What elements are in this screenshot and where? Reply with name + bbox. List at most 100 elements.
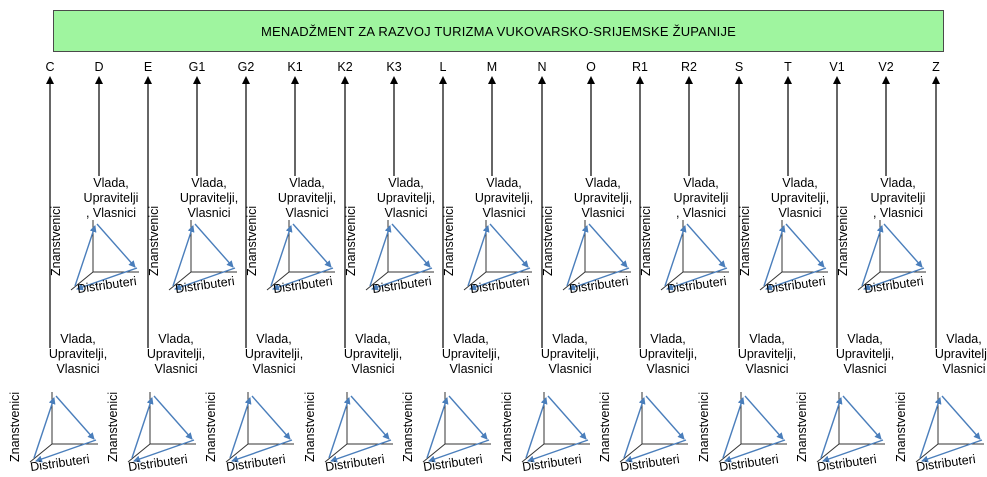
lower-G2-triangle-edge-up [229, 397, 252, 459]
lower-V1-triangle-axis-left [816, 443, 840, 463]
lower-K2-stakeholders-line2: Upravitelji, [343, 347, 403, 361]
upper-T-stakeholders-line3: Vlasnici [778, 206, 822, 220]
upper-D-triangle-edge-right [96, 223, 136, 268]
lower-S-triangle-edge-up [722, 397, 745, 459]
upper-K3-triangle-axis-left [365, 271, 389, 291]
upper-O-stakeholders-line3: Vlasnici [581, 206, 625, 220]
lower-K2-triangle [324, 392, 393, 463]
upper-M-stakeholders-line3: Vlasnici [482, 206, 526, 220]
lower-G2-stakeholders: Vlada,Upravitelji,Vlasnici [245, 332, 303, 377]
upper-G1-stakeholders-line1: Vlada, [191, 176, 227, 190]
upper-G1-triangle-edge-up [172, 225, 195, 287]
lower-R1-stakeholders: Vlada,Upravitelji,Vlasnici [639, 332, 697, 377]
lower-K2-stakeholders: Vlada,Upravitelji,Vlasnici [344, 332, 402, 377]
upper-T-scientists: Znanstvenici [738, 205, 752, 276]
upper-T-stakeholders-line1: Vlada, [782, 176, 818, 190]
upper-R2-triangle-edge-up [664, 225, 687, 287]
upper-T-triangle-edge-up [763, 225, 786, 287]
lower-Z-stakeholders: Vlada,Upravitelji,Vlasnici [935, 332, 987, 377]
lower-S-scientists: Znanstvenici [697, 391, 711, 462]
lower-E-triangle-edge-up [131, 397, 154, 459]
pillar-Z-label: Z [932, 60, 940, 74]
lower-Z-triangle-edge-right [941, 395, 981, 440]
pillar-K3-label: K3 [386, 60, 402, 74]
title-box: MENADŽMENT ZA RAZVOJ TURIZMA VUKOVARSKO-… [53, 10, 944, 52]
upper-V2-triangle-axis-left [857, 271, 881, 291]
upper-D-stakeholders-line3: , Vlasnici [85, 206, 137, 220]
upper-G1-triangle-edge-left [174, 267, 236, 291]
lower-S-triangle-edge-left [724, 439, 786, 463]
lower-N-stakeholders-line3: Vlasnici [548, 362, 592, 376]
lower-L-triangle-edge-right [448, 395, 488, 440]
lower-E-stakeholders: Vlada,Upravitelji,Vlasnici [147, 332, 205, 377]
lower-Z-scientists: Znanstvenici [894, 391, 908, 462]
pillar-C-label: C [45, 60, 55, 74]
upper-V2-stakeholders-line1: Vlada, [880, 176, 916, 190]
lower-R1-stakeholders-line2: Upravitelji, [638, 347, 698, 361]
upper-D-triangle-edge-left [76, 267, 138, 291]
upper-V2-stakeholders-line3: , Vlasnici [872, 206, 924, 220]
upper-O-triangle-axis-left [562, 271, 586, 291]
upper-O-scientists: Znanstvenici [541, 205, 555, 276]
upper-K1-triangle-edge-left [272, 267, 334, 291]
upper-V2-stakeholders-line2: Upravitelji [870, 191, 926, 205]
lower-L-stakeholders: Vlada,Upravitelji,Vlasnici [442, 332, 500, 377]
upper-O-stakeholders: Vlada,Upravitelji,Vlasnici [574, 176, 632, 221]
upper-T-stakeholders-line2: Upravitelji, [770, 191, 830, 205]
upper-T-triangle [759, 220, 828, 291]
upper-M-triangle-edge-left [469, 267, 531, 291]
upper-K1-stakeholders-line3: Vlasnici [285, 206, 329, 220]
upper-V2-triangle-edge-right [883, 223, 923, 268]
lower-Z-triangle-edge-up [919, 397, 942, 459]
upper-G1-triangle [168, 220, 237, 291]
upper-V2-scientists: Znanstvenici [836, 205, 850, 276]
upper-R2-stakeholders-line3: , Vlasnici [675, 206, 727, 220]
lower-L-stakeholders-line2: Upravitelji, [441, 347, 501, 361]
lower-G2-triangle [225, 392, 294, 463]
upper-M-stakeholders-line2: Upravitelji, [474, 191, 534, 205]
lower-N-stakeholders: Vlada,Upravitelji,Vlasnici [541, 332, 599, 377]
lower-L-triangle-edge-up [426, 397, 449, 459]
upper-K1-stakeholders-line2: Upravitelji, [277, 191, 337, 205]
upper-O-stakeholders-line2: Upravitelji, [573, 191, 633, 205]
upper-M-triangle-axis-left [463, 271, 487, 291]
lower-G2-stakeholders-line3: Vlasnici [252, 362, 296, 376]
lower-C-triangle-edge-left [35, 439, 97, 463]
lower-K2-stakeholders-line1: Vlada, [355, 332, 391, 346]
upper-K3-stakeholders-line1: Vlada, [388, 176, 424, 190]
upper-G1-triangle-edge-right [194, 223, 234, 268]
lower-V1-scientists: Znanstvenici [795, 391, 809, 462]
lower-L-stakeholders-line3: Vlasnici [449, 362, 493, 376]
upper-D-triangle-edge-up [74, 225, 97, 287]
lower-C-stakeholders: Vlada,Upravitelji,Vlasnici [49, 332, 107, 377]
lower-G2-stakeholders-line1: Vlada, [256, 332, 292, 346]
lower-E-triangle [127, 392, 196, 463]
lower-R1-stakeholders-line1: Vlada, [650, 332, 686, 346]
upper-R2-stakeholders-line1: Vlada, [683, 176, 719, 190]
upper-T-triangle-axis-left [759, 271, 783, 291]
lower-Z-triangle-axis-left [915, 443, 939, 463]
lower-C-stakeholders-line3: Vlasnici [56, 362, 100, 376]
upper-D-stakeholders: Vlada,Upravitelji, Vlasnici [84, 176, 139, 221]
lower-S-stakeholders-line2: Upravitelji, [737, 347, 797, 361]
pillar-T-label: T [784, 60, 792, 74]
pillar-R1-label: R1 [632, 60, 648, 74]
lower-S-stakeholders-line3: Vlasnici [745, 362, 789, 376]
lower-L-triangle-edge-left [428, 439, 490, 463]
lower-C-triangle [29, 392, 98, 463]
lower-R1-scientists: Znanstvenici [598, 391, 612, 462]
lower-R1-stakeholders-line3: Vlasnici [646, 362, 690, 376]
upper-O-triangle [562, 220, 631, 291]
upper-M-triangle-edge-up [467, 225, 490, 287]
upper-R2-triangle-axis-left [660, 271, 684, 291]
lower-N-triangle-axis-left [521, 443, 545, 463]
lower-C-triangle-edge-up [33, 397, 56, 459]
lower-R1-triangle [619, 392, 688, 463]
upper-D-stakeholders-line1: Vlada, [93, 176, 129, 190]
upper-R2-stakeholders-line2: Upravitelji [673, 191, 729, 205]
lower-L-triangle-axis-left [422, 443, 446, 463]
upper-G1-scientists: Znanstvenici [147, 205, 161, 276]
upper-V2-stakeholders: Vlada,Upravitelji, Vlasnici [871, 176, 926, 221]
lower-V1-triangle-edge-left [822, 439, 884, 463]
